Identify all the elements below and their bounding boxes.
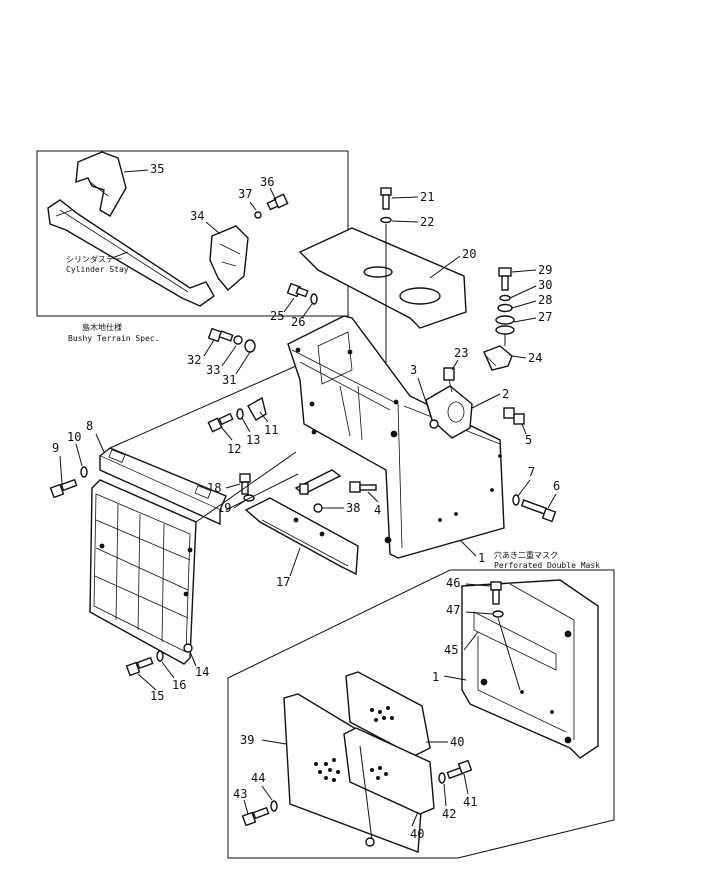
part-41-42-bolt-washer	[438, 759, 473, 784]
grille-mesh	[89, 479, 197, 665]
part-17-support	[244, 497, 359, 576]
part-21-22-bolt-washer	[380, 187, 392, 376]
label-29: 29	[538, 263, 552, 277]
part-14-16-bolts	[125, 643, 193, 677]
label-45: 45	[444, 643, 458, 657]
label-11: 11	[264, 423, 278, 437]
label-23: 23	[454, 346, 468, 360]
label-10: 10	[67, 430, 81, 444]
perforated-inset-frame	[227, 569, 615, 859]
label-22: 22	[420, 215, 434, 229]
part-23-bolt	[443, 367, 455, 393]
label-40b: 40	[410, 827, 424, 841]
label-8: 8	[86, 419, 93, 433]
label-6: 6	[553, 479, 560, 493]
label-37: 37	[238, 187, 252, 201]
label-32: 32	[187, 353, 201, 367]
label-28: 28	[538, 293, 552, 307]
label-14: 14	[195, 665, 209, 679]
part-1-main-frame	[287, 315, 505, 559]
label-21: 21	[420, 190, 434, 204]
part-40-plate-upper	[345, 671, 431, 757]
part-11-13-bolts	[207, 396, 267, 433]
cylinder-stay-drawing	[47, 199, 215, 307]
part-25-26-bolt-washer	[286, 282, 318, 305]
label-2: 2	[502, 387, 509, 401]
label-15: 15	[150, 689, 164, 703]
part-31-33-bolts	[207, 327, 256, 353]
label-9: 9	[52, 441, 59, 455]
label-31: 31	[222, 373, 236, 387]
label-34: 34	[190, 209, 204, 223]
label-33: 33	[206, 363, 220, 377]
label-4: 4	[374, 503, 381, 517]
part-43-44-bolt-washer	[241, 800, 278, 827]
part-8-plate	[98, 447, 227, 526]
label-13: 13	[246, 433, 260, 447]
part-34-bracket	[209, 225, 249, 291]
label-38: 38	[346, 501, 360, 515]
part-24-elbow	[483, 345, 513, 371]
label-20: 20	[462, 247, 476, 261]
label-12: 12	[227, 442, 241, 456]
cylinder-stay-caption-jp: シリンダステー	[66, 254, 122, 264]
part-9-10-bolt-washer	[49, 466, 88, 499]
part-5-nut	[503, 407, 525, 425]
label-30: 30	[538, 278, 552, 292]
part-4-bolt	[349, 481, 377, 493]
part-38-nut	[294, 469, 342, 513]
label-17: 17	[276, 575, 290, 589]
label-7: 7	[528, 465, 535, 479]
label-41: 41	[463, 795, 477, 809]
label-26: 26	[291, 315, 305, 329]
part-36-37-bolt	[254, 193, 289, 219]
label-47: 47	[446, 603, 460, 617]
label-16: 16	[172, 678, 186, 692]
label-43: 43	[233, 787, 247, 801]
label-1: 1	[478, 551, 485, 565]
part-27-30-stack	[495, 267, 515, 346]
label-42: 42	[442, 807, 456, 821]
label-24: 24	[528, 351, 542, 365]
label-40a: 40	[450, 735, 464, 749]
label-46: 46	[446, 576, 460, 590]
label-5: 5	[525, 433, 532, 447]
part-46-47-bolt-washer	[490, 581, 521, 691]
inset-frame-part-1	[461, 579, 599, 759]
label-3: 3	[410, 363, 417, 377]
bushy-terrain-caption-en: Bushy Terrain Spec.	[68, 334, 160, 343]
label-35: 35	[150, 162, 164, 176]
part-6-7-bolt-washer	[512, 494, 557, 523]
perforated-caption-jp: 穴あき二重マスク	[494, 550, 558, 560]
label-39: 39	[240, 733, 254, 747]
cylinder-stay-caption-en: Cylinder Stay	[66, 265, 129, 274]
perforated-caption-en: Perforated Double Mask	[494, 561, 600, 570]
label-25: 25	[270, 309, 284, 323]
label-1b: 1	[432, 670, 439, 684]
part-20-top-cover	[298, 227, 467, 329]
bushy-terrain-caption-jp: 島木地仕様	[82, 322, 122, 332]
label-36: 36	[260, 175, 274, 189]
part-35-cover	[75, 151, 127, 217]
label-27: 27	[538, 310, 552, 324]
part-40-plate-lower	[343, 727, 435, 847]
label-44: 44	[251, 771, 265, 785]
